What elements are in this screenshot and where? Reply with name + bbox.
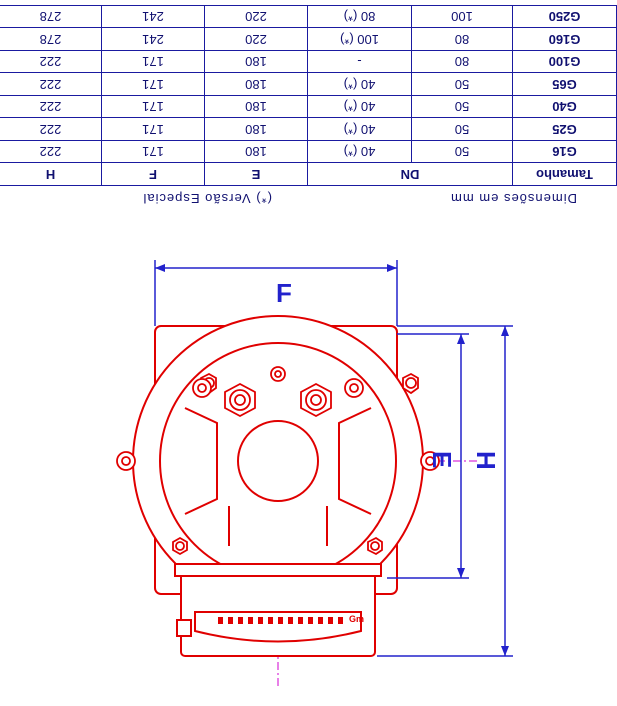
table-cell: 80 [411, 28, 513, 51]
units-note: Dimensões em mm [450, 191, 577, 206]
bolt-mid-right [116, 451, 136, 471]
table-cell: 100 (*) [307, 28, 412, 51]
table-cell: 80 [411, 50, 513, 73]
table-cell: 40 (*) [307, 73, 412, 96]
bolt-upper-right [192, 378, 212, 398]
neck-lines [228, 506, 328, 546]
bolt-top-right [172, 536, 188, 556]
bolt-group [116, 366, 440, 556]
cell-size: G40 [512, 95, 617, 118]
bolt-inlet-right [224, 382, 256, 418]
header-dn: DN [307, 163, 513, 186]
table-cell: - [307, 50, 412, 73]
cell-size: G65 [512, 73, 617, 96]
table-cell: 171 [101, 73, 205, 96]
bolt-inlet-left [300, 382, 332, 418]
table-header-row: Tamanho DN E F H [0, 163, 617, 186]
table-cell: 180 [204, 118, 308, 141]
index-head [174, 563, 382, 657]
table-cell: 180 [204, 73, 308, 96]
cell-size: G100 [512, 50, 617, 73]
dim-label-f: F [276, 278, 292, 308]
header-size: Tamanho [512, 163, 617, 186]
center-boss [237, 420, 319, 502]
bolt-mid-left [420, 451, 440, 471]
index-label-gm: Gm [349, 614, 364, 624]
header-h: H [0, 163, 102, 186]
left-rib [338, 407, 372, 515]
table-cell: 171 [101, 95, 205, 118]
table-cell: 50 [411, 140, 513, 163]
dim-label-e: E [427, 451, 457, 468]
index-digits [218, 617, 343, 624]
table-cell: 222 [0, 140, 102, 163]
table-cell: 40 (*) [307, 140, 412, 163]
special-version-note: (*) Versão Especial [142, 191, 272, 206]
index-window [194, 611, 362, 643]
table-cell: 222 [0, 118, 102, 141]
table-cell: 171 [101, 50, 205, 73]
dim-label-h: H [471, 451, 501, 470]
dimension-lines [154, 260, 513, 657]
cell-size: G160 [512, 28, 617, 51]
cell-size: G25 [512, 118, 617, 141]
bolt-bottom-left [402, 372, 419, 395]
bolt-top-center [270, 366, 286, 382]
table-cell: 241 [101, 5, 205, 28]
meter-body [132, 315, 424, 607]
table-cell: 50 [411, 95, 513, 118]
table-cell: 278 [0, 28, 102, 51]
table-cell: 278 [0, 5, 102, 28]
header-f: F [101, 163, 205, 186]
index-base [174, 563, 382, 577]
table-cell: 180 [204, 140, 308, 163]
cell-size: G16 [512, 140, 617, 163]
right-rib [184, 407, 218, 515]
table-cell: 50 [411, 118, 513, 141]
dimension-labels: F H E [276, 278, 501, 470]
table-cell: 222 [0, 73, 102, 96]
bolt-top-left [367, 536, 383, 556]
index-side-tab [176, 619, 192, 637]
table-cell: 40 (*) [307, 118, 412, 141]
table-cell: 222 [0, 50, 102, 73]
cell-size: G250 [512, 5, 617, 28]
bolt-upper-left [344, 378, 364, 398]
table-cell: 180 [204, 95, 308, 118]
table-cell: 50 [411, 73, 513, 96]
table-cell: 40 (*) [307, 95, 412, 118]
table-cell: 241 [101, 28, 205, 51]
table-cell: 220 [204, 28, 308, 51]
outer-flange [132, 315, 424, 607]
table-cell: 220 [204, 5, 308, 28]
table-cell: 100 [411, 5, 513, 28]
table-cell: 80 (*) [307, 5, 412, 28]
table-cell: 171 [101, 118, 205, 141]
table-cell: 171 [101, 140, 205, 163]
table-cell: 222 [0, 95, 102, 118]
table-cell: 180 [204, 50, 308, 73]
header-e: E [204, 163, 308, 186]
